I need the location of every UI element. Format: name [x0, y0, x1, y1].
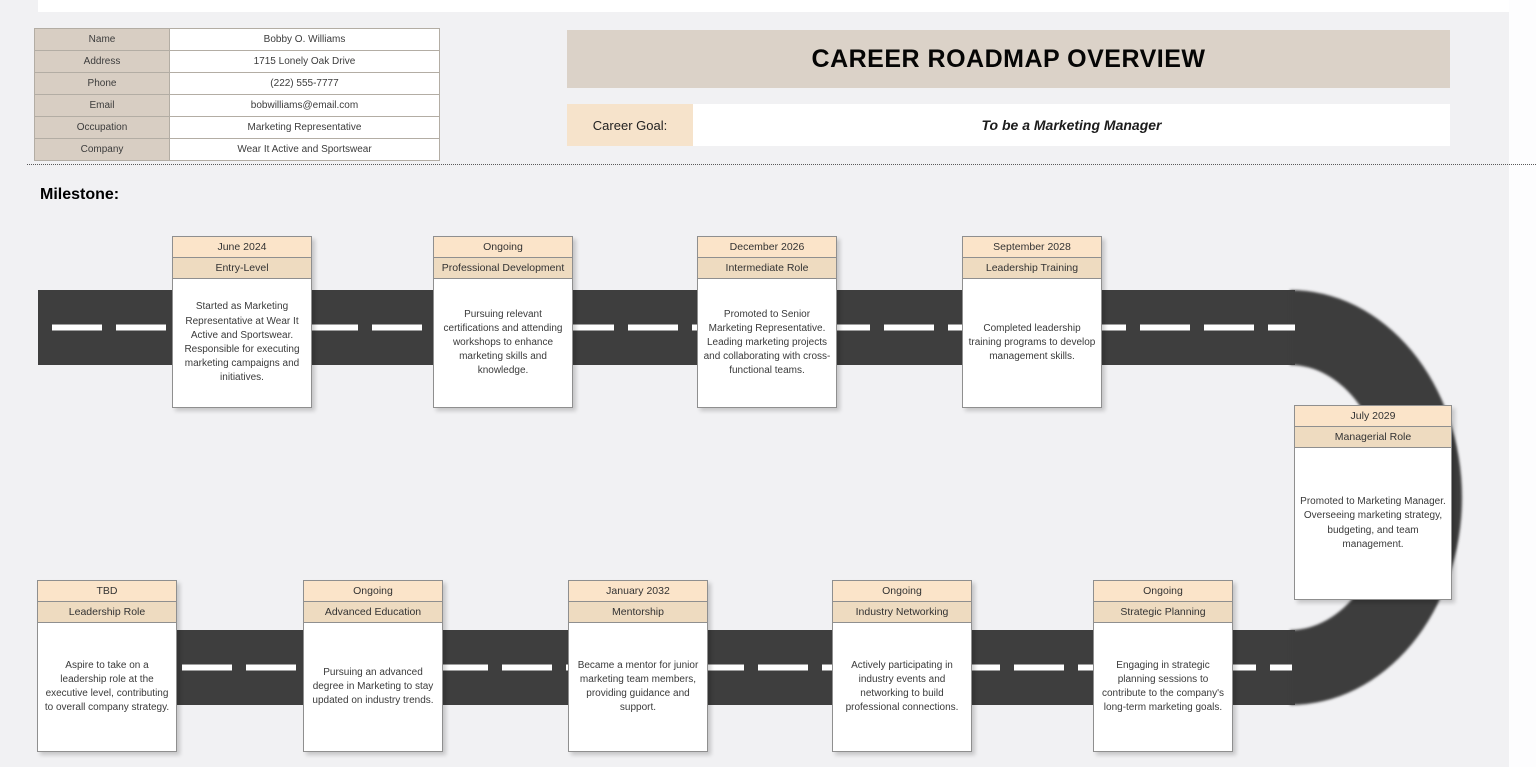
page-title: CAREER ROADMAP OVERVIEW [567, 30, 1450, 88]
profile-label-address: Address [34, 50, 170, 73]
profile-label-occupation: Occupation [34, 116, 170, 139]
milestone-description: Became a mentor for junior marketing tea… [577, 659, 699, 714]
right-white-strip [1509, 0, 1536, 767]
profile-label-phone: Phone [34, 72, 170, 95]
milestone-title: Professional Development [434, 258, 572, 279]
milestone-description: Engaging in strategic planning sessions … [1102, 659, 1224, 714]
profile-value-address[interactable]: 1715 Lonely Oak Drive [169, 50, 440, 73]
milestone-date: TBD [38, 581, 176, 602]
milestone-description: Pursuing relevant certifications and att… [443, 308, 563, 377]
milestone-title: Industry Networking [833, 602, 971, 623]
profile-row-company: Company Wear It Active and Sportswear [34, 138, 440, 161]
milestone-card-managerial-role[interactable]: July 2029 Managerial Role Promoted to Ma… [1294, 405, 1452, 600]
milestone-card-professional-development[interactable]: Ongoing Professional Development Pursuin… [433, 236, 573, 408]
profile-row-occupation: Occupation Marketing Representative [34, 116, 440, 139]
milestone-title: Intermediate Role [698, 258, 836, 279]
profile-label-name: Name [34, 28, 170, 51]
milestone-card-advanced-education[interactable]: Ongoing Advanced Education Pursuing an a… [303, 580, 443, 752]
milestone-card-leadership-training[interactable]: September 2028 Leadership Training Compl… [962, 236, 1102, 408]
milestone-date: July 2029 [1295, 406, 1451, 427]
profile-label-company: Company [34, 138, 170, 161]
profile-row-address: Address 1715 Lonely Oak Drive [34, 50, 440, 73]
profile-row-email: Email bobwilliams@email.com [34, 94, 440, 117]
milestone-title: Leadership Role [38, 602, 176, 623]
milestone-description: Promoted to Senior Marketing Representat… [703, 308, 831, 377]
milestone-card-strategic-planning[interactable]: Ongoing Strategic Planning Engaging in s… [1093, 580, 1233, 752]
milestone-heading: Milestone: [40, 186, 120, 203]
profile-row-name: Name Bobby O. Williams [34, 28, 440, 51]
page-break-dotted-line [27, 164, 1536, 165]
milestone-card-leadership-role[interactable]: TBD Leadership Role Aspire to take on a … [37, 580, 177, 752]
milestone-date: January 2032 [569, 581, 707, 602]
milestone-description: Completed leadership training programs t… [968, 322, 1096, 363]
milestone-card-intermediate-role[interactable]: December 2026 Intermediate Role Promoted… [697, 236, 837, 408]
milestone-title: Entry-Level [173, 258, 311, 279]
milestone-card-industry-networking[interactable]: Ongoing Industry Networking Actively par… [832, 580, 972, 752]
milestone-date: September 2028 [963, 237, 1101, 258]
milestone-card-mentorship[interactable]: January 2032 Mentorship Became a mentor … [568, 580, 708, 752]
milestone-description: Aspire to take on a leadership role at t… [44, 659, 170, 714]
milestone-date: Ongoing [833, 581, 971, 602]
milestone-title: Mentorship [569, 602, 707, 623]
profile-value-company[interactable]: Wear It Active and Sportswear [169, 138, 440, 161]
milestone-description: Pursuing an advanced degree in Marketing… [312, 666, 434, 707]
milestone-description: Started as Marketing Representative at W… [184, 301, 300, 384]
milestone-card-entry-level[interactable]: June 2024 Entry-Level Started as Marketi… [172, 236, 312, 408]
milestone-date: Ongoing [434, 237, 572, 258]
profile-label-email: Email [34, 94, 170, 117]
milestone-description: Promoted to Marketing Manager. Overseein… [1300, 496, 1446, 550]
profile-value-email[interactable]: bobwilliams@email.com [169, 94, 440, 117]
milestone-title: Advanced Education [304, 602, 442, 623]
milestone-description: Actively participating in industry event… [845, 659, 959, 714]
profile-value-occupation[interactable]: Marketing Representative [169, 116, 440, 139]
milestone-title: Managerial Role [1295, 427, 1451, 448]
profile-value-name[interactable]: Bobby O. Williams [169, 28, 440, 51]
milestone-title: Strategic Planning [1094, 602, 1232, 623]
top-white-strip [38, 0, 1536, 12]
milestone-date: December 2026 [698, 237, 836, 258]
profile-table: Name Bobby O. Williams Address 1715 Lone… [34, 28, 440, 161]
milestone-date: Ongoing [304, 581, 442, 602]
milestone-date: Ongoing [1094, 581, 1232, 602]
milestone-title: Leadership Training [963, 258, 1101, 279]
profile-row-phone: Phone (222) 555-7777 [34, 72, 440, 95]
career-goal-value[interactable]: To be a Marketing Manager [693, 104, 1450, 146]
career-goal-label: Career Goal: [567, 104, 693, 146]
profile-value-phone[interactable]: (222) 555-7777 [169, 72, 440, 95]
milestone-date: June 2024 [173, 237, 311, 258]
